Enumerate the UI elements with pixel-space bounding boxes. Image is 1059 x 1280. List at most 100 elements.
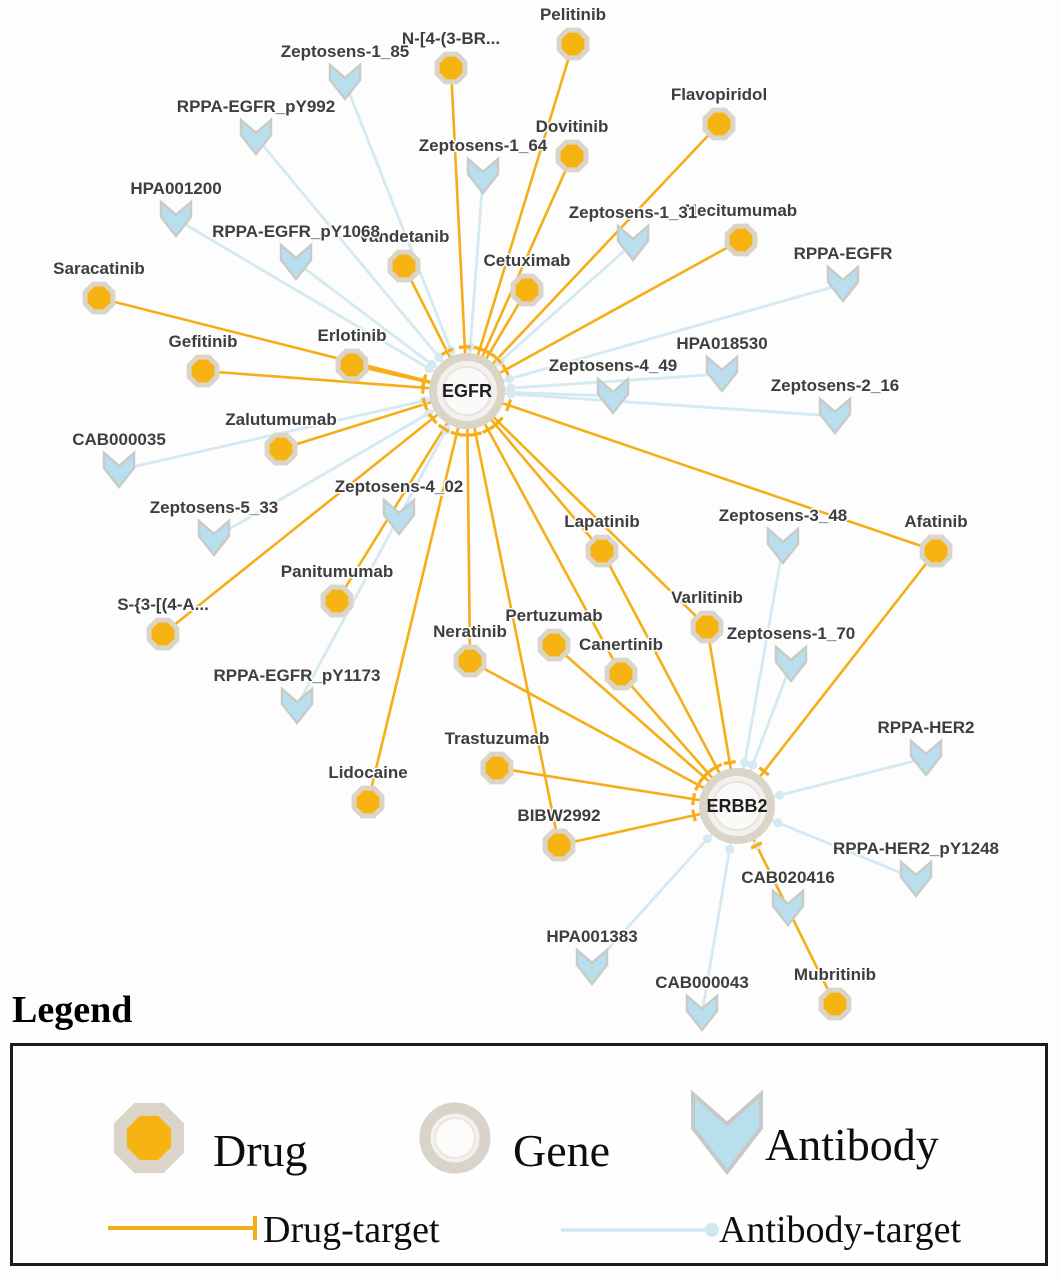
drug-target-tee bbox=[441, 347, 454, 356]
drug-target-tee bbox=[458, 345, 471, 349]
gene-label: EGFR bbox=[442, 381, 492, 401]
antibody-node[interactable] bbox=[279, 242, 313, 282]
antibody-node[interactable] bbox=[616, 223, 650, 263]
antibody-node[interactable] bbox=[826, 264, 860, 304]
antibody-target-edge bbox=[254, 136, 469, 392]
drug-node-label: Saracatinib bbox=[53, 259, 145, 278]
antibody-target-dot bbox=[740, 758, 750, 768]
legend-gene-label: Gene bbox=[513, 1125, 611, 1176]
drug-node[interactable] bbox=[702, 107, 736, 141]
legend-drug-label: Drug bbox=[213, 1125, 308, 1176]
drug-node[interactable] bbox=[480, 751, 514, 785]
gene-inner-circle bbox=[712, 781, 762, 831]
drug-node[interactable] bbox=[585, 534, 619, 568]
drug-target-edge bbox=[162, 389, 468, 636]
antibody-node[interactable] bbox=[159, 199, 193, 239]
drug-target-tee bbox=[483, 348, 496, 358]
antibody-chevron-icon bbox=[691, 1089, 763, 1176]
antibody-node[interactable] bbox=[774, 644, 808, 684]
antibody-node[interactable] bbox=[280, 686, 314, 726]
antibody-node[interactable] bbox=[766, 526, 800, 566]
nodes-layer bbox=[82, 27, 953, 1033]
drug-target-tee bbox=[450, 430, 463, 437]
drug-node[interactable] bbox=[335, 348, 369, 382]
drug-node[interactable] bbox=[510, 273, 544, 307]
antibody-node-label: Zeptosens-4_02 bbox=[335, 477, 464, 496]
drug-target-edge bbox=[98, 296, 468, 393]
antibody-target-edge bbox=[466, 389, 836, 418]
drug-target-tee bbox=[691, 792, 697, 806]
antibody-node-label: HPA018530 bbox=[676, 334, 767, 353]
antibody-node[interactable] bbox=[909, 738, 943, 778]
drug-node-label: Zalutumumab bbox=[225, 410, 336, 429]
antibody-node-label: Zeptosens-1_64 bbox=[419, 136, 548, 155]
antibody-node[interactable] bbox=[575, 947, 609, 987]
drug-node[interactable] bbox=[555, 139, 589, 173]
legend-title: Legend bbox=[12, 989, 133, 1031]
drug-node[interactable] bbox=[542, 828, 576, 862]
drug-node-label: Lidocaine bbox=[328, 763, 407, 782]
drug-node-label: Canertinib bbox=[579, 635, 663, 654]
drug-node-label: Afatinib bbox=[904, 512, 967, 531]
drug-octagon-shape bbox=[113, 1102, 185, 1174]
drug-node-label: S-{3-[(4-A... bbox=[117, 595, 209, 614]
drug-node[interactable] bbox=[186, 354, 220, 388]
drug-node-label: Erlotinib bbox=[318, 326, 387, 345]
antibody-node[interactable] bbox=[102, 450, 136, 490]
drug-target-line-icon bbox=[108, 1216, 257, 1240]
antibody-target-edge bbox=[175, 217, 468, 393]
drug-node[interactable] bbox=[690, 610, 724, 644]
drug-node[interactable] bbox=[556, 27, 590, 61]
drug-target-edge bbox=[465, 390, 561, 846]
legend-box: Drug Gene Antibody Drug-target Antibody-… bbox=[10, 1043, 1048, 1266]
drug-target-tee bbox=[469, 431, 482, 437]
antibody-node-label: CAB020416 bbox=[741, 868, 835, 887]
antibody-node[interactable] bbox=[239, 117, 273, 157]
drug-target-tee bbox=[723, 760, 736, 766]
drug-node[interactable] bbox=[351, 785, 385, 819]
drug-node[interactable] bbox=[724, 223, 758, 257]
drug-node[interactable] bbox=[320, 584, 354, 618]
antibody-node[interactable] bbox=[685, 993, 719, 1033]
antibody-node[interactable] bbox=[466, 156, 500, 196]
drug-octagon-icon bbox=[113, 1102, 185, 1174]
drug-target-tee bbox=[421, 375, 427, 388]
drug-node[interactable] bbox=[146, 617, 180, 651]
drug-node-label: Trastuzumab bbox=[445, 729, 550, 748]
drug-target-tee bbox=[481, 425, 495, 434]
antibody-node-label: Zeptosens-5_33 bbox=[150, 498, 279, 517]
antibody-target-edge bbox=[343, 81, 469, 392]
antibody-node[interactable] bbox=[705, 354, 739, 394]
antibody-node[interactable] bbox=[818, 396, 852, 436]
antibody-node-label: HPA001200 bbox=[130, 179, 221, 198]
drug-target-edge bbox=[465, 390, 472, 662]
antibody-node[interactable] bbox=[771, 888, 805, 928]
gene-circle-inner bbox=[434, 1117, 476, 1159]
drug-node[interactable] bbox=[453, 644, 487, 678]
drug-target-tee bbox=[493, 416, 504, 428]
drug-node[interactable] bbox=[604, 657, 638, 691]
antibody-target-edge bbox=[118, 389, 468, 472]
drug-node-label: Varlitinib bbox=[671, 588, 743, 607]
drug-node-label: Cetuximab bbox=[484, 251, 571, 270]
drug-target-tee bbox=[758, 766, 770, 777]
antibody-target-dot bbox=[725, 844, 735, 854]
drug-node[interactable] bbox=[919, 534, 953, 568]
antibody-node[interactable] bbox=[197, 518, 231, 558]
drug-node[interactable] bbox=[387, 249, 421, 283]
drug-node[interactable] bbox=[82, 281, 116, 315]
drug-target-tee bbox=[501, 363, 510, 376]
antibody-node[interactable] bbox=[596, 376, 630, 416]
drug-node[interactable] bbox=[818, 987, 852, 1021]
drug-node[interactable] bbox=[537, 628, 571, 662]
legend-antibody-target-label: Antibody-target bbox=[719, 1209, 962, 1251]
antibody-node-label: Zeptosens-1_70 bbox=[727, 624, 856, 643]
antibody-node[interactable] bbox=[328, 62, 362, 102]
antibody-node[interactable] bbox=[899, 859, 933, 899]
antibody-node-label: HPA001383 bbox=[546, 927, 637, 946]
drug-node[interactable] bbox=[434, 51, 468, 85]
antibody-node-label: Zeptosens-3_48 bbox=[719, 506, 848, 525]
drug-node[interactable] bbox=[264, 432, 298, 466]
antibody-node[interactable] bbox=[382, 497, 416, 537]
